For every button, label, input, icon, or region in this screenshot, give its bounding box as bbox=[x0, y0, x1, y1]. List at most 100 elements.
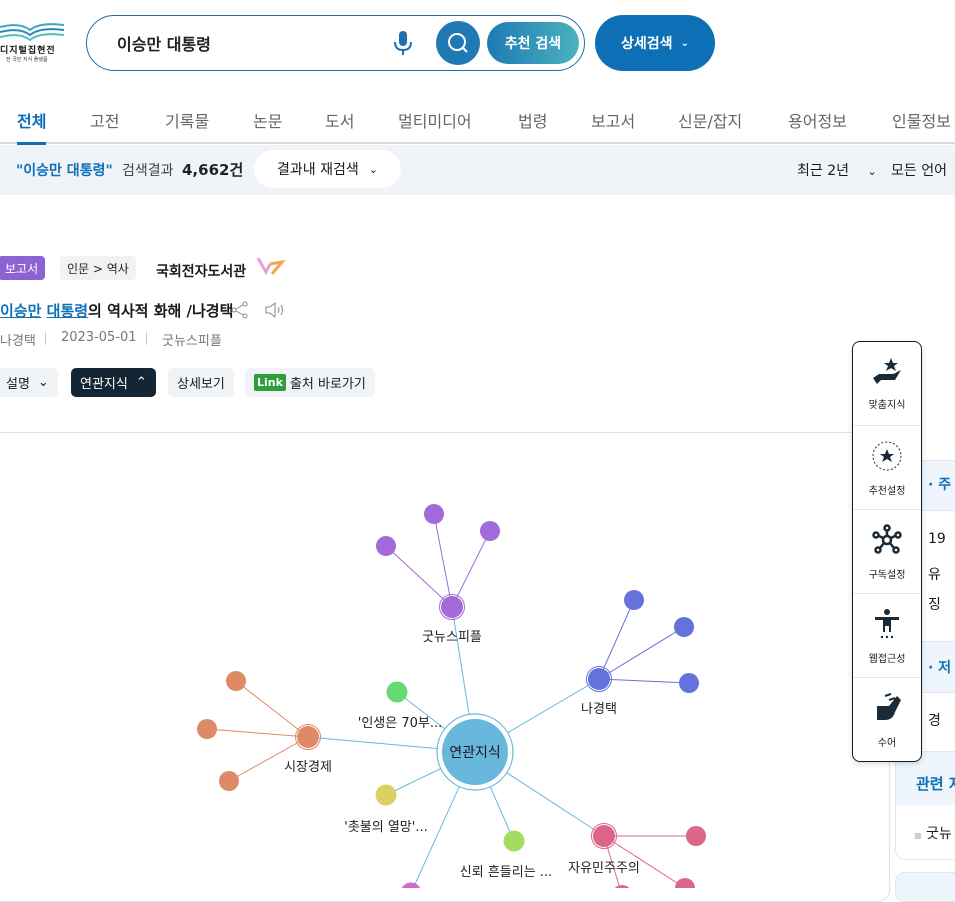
graph-node[interactable] bbox=[441, 596, 463, 618]
tab-terms[interactable]: 용어정보 bbox=[788, 112, 847, 131]
sign-language-button[interactable]: 수어 bbox=[853, 678, 921, 762]
graph-leaf-node[interactable] bbox=[480, 521, 500, 541]
graph-leaf-node[interactable] bbox=[612, 885, 632, 888]
library-logo-icon bbox=[256, 257, 286, 276]
advanced-search-label: 상세검색 bbox=[621, 36, 673, 52]
period-select[interactable]: 최근 2년 ⌄ bbox=[797, 160, 877, 180]
graph-node-ring[interactable] bbox=[586, 666, 612, 692]
graph-leaf-node[interactable] bbox=[675, 878, 695, 888]
detail-button[interactable]: 상세보기 bbox=[168, 368, 234, 397]
category-tabs: 전체 고전 기록물 논문 도서 멀티미디어 법령 보고서 신문/잡지 용어정보 … bbox=[0, 100, 955, 146]
search-input[interactable]: 이승만 대통령 bbox=[117, 35, 211, 54]
result-label: 검색결과 bbox=[122, 163, 174, 179]
panel-text: 징 bbox=[928, 597, 941, 613]
source-label: 출처 바로가기 bbox=[289, 377, 366, 392]
recommend-settings-button[interactable]: 추천설정 bbox=[853, 426, 921, 510]
tab-reports[interactable]: 보고서 bbox=[591, 112, 636, 131]
graph-node-ring[interactable] bbox=[295, 724, 321, 750]
graph-node-ring[interactable] bbox=[439, 594, 465, 620]
advanced-search-button[interactable]: 상세검색 ⌄ bbox=[595, 15, 715, 71]
link-badge: Link bbox=[254, 374, 286, 391]
graph-center-label: 연관지식 bbox=[449, 745, 501, 761]
logo-icon[interactable] bbox=[0, 22, 66, 66]
graph-edge bbox=[603, 835, 686, 888]
chevron-down-icon: ⌄ bbox=[368, 162, 378, 176]
title-link-1[interactable]: 이승만 bbox=[0, 302, 42, 320]
panel-heading-1: · 주 bbox=[928, 477, 952, 493]
quick-menu: 맞춤지식 추천설정 구독설정 웹접근성 수어 bbox=[852, 341, 922, 762]
network-icon bbox=[872, 524, 902, 554]
graph-node[interactable] bbox=[386, 681, 408, 703]
microphone-icon[interactable] bbox=[392, 30, 414, 56]
star-circle-icon bbox=[872, 441, 902, 471]
search-box[interactable]: 이승만 대통령 추천 검색 bbox=[86, 15, 585, 71]
tab-classics[interactable]: 고전 bbox=[90, 112, 120, 131]
graph-edge bbox=[598, 599, 635, 680]
title-rest: 의 역사적 화해 /나경택 bbox=[88, 302, 234, 320]
graph-node-label: 자유민주주의 bbox=[568, 861, 640, 876]
share-icon[interactable] bbox=[231, 301, 249, 319]
graph-center-node[interactable] bbox=[442, 719, 508, 785]
category-badge: 인문 > 역사 bbox=[60, 256, 136, 280]
graph-node[interactable] bbox=[375, 784, 397, 806]
recommend-search-button[interactable]: 추천 검색 bbox=[487, 22, 579, 64]
graph-leaf-node[interactable] bbox=[679, 673, 699, 693]
refine-label: 결과내 재검색 bbox=[277, 162, 359, 178]
date: 2023-05-01 bbox=[61, 330, 137, 345]
title-link-2[interactable]: 대통령 bbox=[46, 302, 89, 320]
search-button[interactable] bbox=[436, 21, 480, 65]
graph-node[interactable] bbox=[588, 668, 610, 690]
related-knowledge-button[interactable]: 연관지식 ⌃ bbox=[71, 368, 156, 397]
tab-all[interactable]: 전체 bbox=[17, 108, 47, 146]
language-select[interactable]: 모든 언어 bbox=[891, 163, 947, 179]
description-button[interactable]: 설명⌄ bbox=[0, 368, 58, 397]
subscription-settings-button[interactable]: 구독설정 bbox=[853, 510, 921, 594]
graph-node[interactable] bbox=[401, 882, 422, 889]
chevron-down-icon: ⌄ bbox=[37, 375, 49, 390]
query-text: "이승만 대통령" bbox=[16, 163, 113, 179]
refine-search-button[interactable]: 결과내 재검색 ⌄ bbox=[254, 150, 401, 188]
tab-papers[interactable]: 논문 bbox=[253, 112, 283, 131]
graph-leaf-node[interactable] bbox=[376, 536, 396, 556]
tab-laws[interactable]: 법령 bbox=[518, 112, 548, 131]
tab-news[interactable]: 신문/잡지 bbox=[678, 112, 743, 131]
chevron-up-icon: ⌃ bbox=[135, 375, 147, 390]
publisher: 굿뉴스피플 bbox=[162, 334, 222, 349]
graph-edge bbox=[598, 678, 690, 684]
related-label: 연관지식 bbox=[80, 377, 128, 392]
graph-edge bbox=[385, 545, 453, 608]
related-item[interactable]: ■ 굿뉴 bbox=[914, 826, 952, 842]
period-value: 최근 2년 bbox=[797, 163, 849, 179]
graph-node[interactable] bbox=[297, 726, 319, 748]
tab-people[interactable]: 인물정보 bbox=[892, 112, 951, 131]
graph-leaf-node[interactable] bbox=[226, 671, 246, 691]
graph-leaf-node[interactable] bbox=[197, 719, 217, 739]
search-icon bbox=[448, 33, 468, 53]
tab-multimedia[interactable]: 멀티미디어 bbox=[398, 112, 472, 131]
speaker-icon[interactable] bbox=[264, 301, 286, 319]
accessibility-button[interactable]: 웹접근성 bbox=[853, 594, 921, 678]
custom-knowledge-button[interactable]: 맞춤지식 bbox=[853, 342, 921, 426]
chevron-down-icon: ⌄ bbox=[680, 37, 689, 49]
item-title[interactable]: 이승만 대통령의 역사적 화해 /나경택 bbox=[0, 300, 233, 321]
logo-text: 디지털집현전 bbox=[0, 46, 56, 56]
hand-star-icon bbox=[873, 358, 901, 384]
graph-node-label: '촛불의 열망'... bbox=[344, 820, 427, 835]
graph-node-ring[interactable] bbox=[591, 823, 617, 849]
graph-leaf-node[interactable] bbox=[624, 590, 644, 610]
graph-leaf-node[interactable] bbox=[674, 617, 694, 637]
logo-subtitle: 전 국민 지식 플랫폼 bbox=[6, 57, 48, 63]
graph-leaf-node[interactable] bbox=[686, 826, 706, 846]
graph-node[interactable] bbox=[593, 825, 615, 847]
graph-edge bbox=[451, 530, 491, 608]
graph-leaf-node[interactable] bbox=[424, 504, 444, 524]
sign-language-icon bbox=[877, 693, 901, 720]
related-heading: 관련 자 bbox=[916, 775, 955, 793]
author: 나경택 bbox=[0, 334, 36, 349]
tab-books[interactable]: 도서 bbox=[325, 112, 355, 131]
graph-node[interactable] bbox=[503, 830, 525, 852]
graph-leaf-node[interactable] bbox=[219, 771, 239, 791]
tab-records[interactable]: 기록물 bbox=[165, 112, 210, 131]
